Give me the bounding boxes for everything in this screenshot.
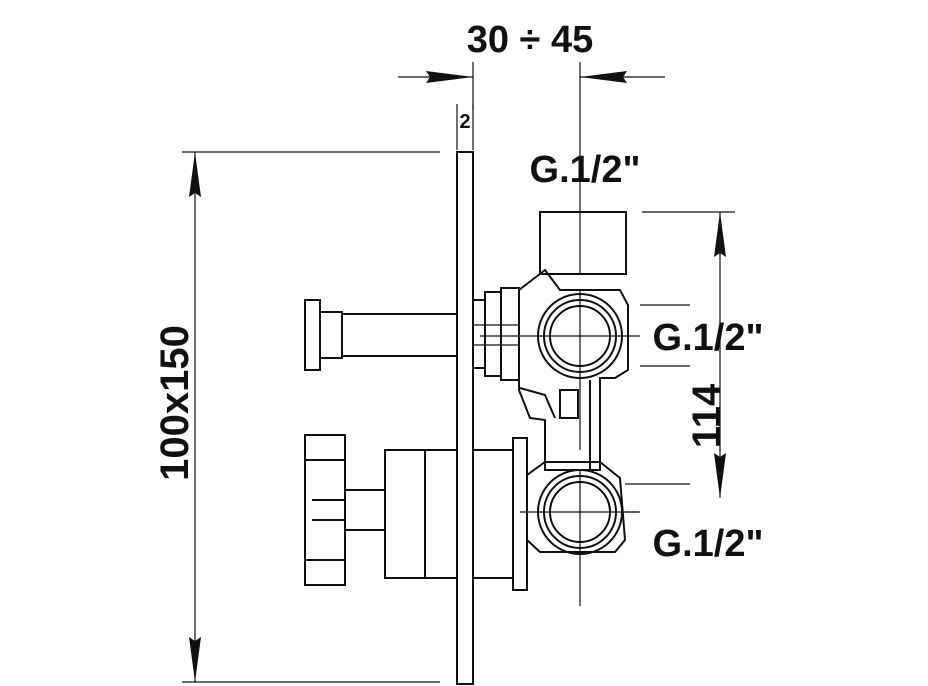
- center-distance-label: 114: [685, 383, 729, 448]
- upper-handle-stem: [341, 313, 458, 357]
- upper-nut-3: [500, 287, 520, 381]
- center-arrowhead-up: [714, 212, 726, 257]
- plate-thickness-dimension: 2: [456, 104, 474, 150]
- thread-middle-label: G.1/2": [653, 317, 764, 359]
- center-arrowhead-down: [714, 453, 726, 498]
- upper-handle-cap: [304, 299, 321, 371]
- lower-handle: [304, 434, 458, 586]
- arrowhead-left-pointing: [580, 71, 627, 83]
- lower-escutcheon: [384, 449, 458, 579]
- wall-plate: [456, 151, 474, 685]
- arrowhead-down: [189, 637, 201, 682]
- top-connection: [539, 211, 627, 275]
- lower-body-outline: [526, 461, 627, 553]
- valve-body-detail: [519, 387, 556, 419]
- cross-handle-body: [304, 434, 346, 586]
- cross-handle-spindle: [344, 489, 386, 531]
- upper-nut-2: [484, 291, 502, 377]
- valve-body-insert: [559, 389, 579, 419]
- upper-handle: [304, 299, 458, 371]
- valve-body: [472, 211, 629, 591]
- valve-body-outline: [518, 268, 629, 471]
- plate-size-label: 100x150: [153, 325, 197, 481]
- upper-nut-1: [472, 299, 486, 369]
- arrowhead-right-pointing: [426, 71, 473, 83]
- depth-dimension: 30 ÷ 45: [398, 19, 665, 275]
- thread-top-label: G.1/2": [530, 149, 641, 191]
- upper-outlet: [480, 290, 640, 450]
- plate-thickness-label: 2: [459, 111, 470, 133]
- lower-flange-rim: [512, 437, 528, 591]
- thread-bottom-label: G.1/2": [653, 523, 764, 565]
- center-distance-dimension: 114: [625, 211, 735, 513]
- plate-size-dimension: 100x150: [153, 151, 440, 683]
- arrowhead-up: [189, 152, 201, 197]
- depth-range-label: 30 ÷ 45: [467, 19, 594, 61]
- lower-flange: [472, 449, 514, 579]
- upper-handle-collar: [319, 311, 343, 359]
- lower-outlet: [520, 469, 640, 606]
